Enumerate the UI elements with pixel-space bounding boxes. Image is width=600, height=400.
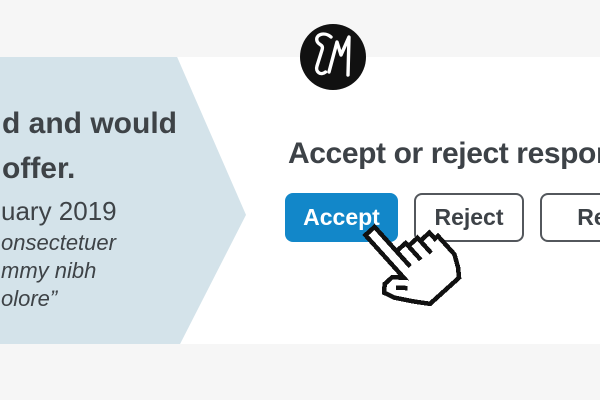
testimonial-headline: d and would offer.: [2, 101, 202, 191]
testimonial-quote-line1: onsectetuer: [1, 230, 116, 255]
gm-logo: [298, 22, 368, 92]
accept-button[interactable]: Accept: [285, 193, 398, 242]
testimonial-headline-line2: offer.: [2, 152, 76, 185]
reject-button[interactable]: Reject: [414, 193, 524, 242]
gm-monogram-icon: [300, 24, 366, 90]
testimonial-quote-line3: olore”: [1, 286, 58, 311]
page-title: Accept or reject respon: [288, 137, 600, 170]
testimonial-quote-line2: mmy nibh: [1, 258, 97, 283]
response-actions: Accept Reject Rep: [285, 193, 600, 242]
testimonial-quote: onsectetuer mmy nibh olore”: [1, 229, 116, 313]
bottom-background-band: [0, 344, 600, 400]
reply-button[interactable]: Rep: [540, 193, 600, 242]
testimonial-date: uary 2019: [1, 196, 117, 226]
top-background-band: [0, 0, 600, 57]
testimonial-headline-line1: d and would: [2, 107, 177, 140]
